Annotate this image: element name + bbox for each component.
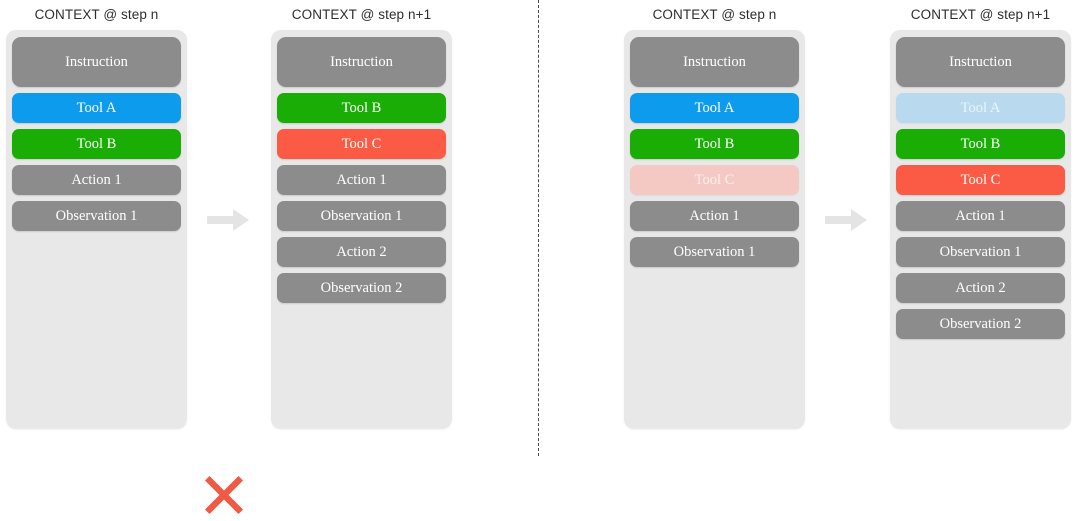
cross-mark-icon: [201, 472, 247, 518]
context-item-tool-c-faded: Tool C: [630, 165, 799, 195]
context-item-action-2: Action 2: [277, 237, 446, 267]
context-column-3: CONTEXT @ step n Instruction Tool A Tool…: [624, 0, 805, 429]
context-item-tool-a: Tool A: [630, 93, 799, 123]
context-column-4: CONTEXT @ step n+1 Instruction Tool A To…: [890, 0, 1071, 429]
context-item-action-1: Action 1: [12, 165, 181, 195]
context-item-tool-b: Tool B: [277, 93, 446, 123]
context-item-instruction: Instruction: [896, 37, 1065, 87]
context-panel: Instruction Tool A Tool B Tool C Action …: [624, 30, 805, 429]
context-column-2: CONTEXT @ step n+1 Instruction Tool B To…: [271, 0, 452, 429]
context-item-tool-b: Tool B: [630, 129, 799, 159]
column-title: CONTEXT @ step n+1: [291, 7, 432, 22]
transition-arrow-2: [823, 207, 869, 233]
context-item-instruction: Instruction: [12, 37, 181, 87]
vertical-dashed-divider: [538, 0, 539, 456]
context-item-tool-b: Tool B: [896, 129, 1065, 159]
context-item-tool-a: Tool A: [12, 93, 181, 123]
context-item-observation-1: Observation 1: [277, 201, 446, 231]
transition-arrow-1: [205, 207, 251, 233]
context-item-tool-a-faded: Tool A: [896, 93, 1065, 123]
context-item-observation-1: Observation 1: [896, 237, 1065, 267]
context-item-observation-1: Observation 1: [12, 201, 181, 231]
context-item-tool-c: Tool C: [896, 165, 1065, 195]
column-title: CONTEXT @ step n: [34, 7, 159, 22]
context-panel: Instruction Tool A Tool B Tool C Action …: [890, 30, 1071, 429]
column-title: CONTEXT @ step n+1: [910, 7, 1051, 22]
context-item-tool-c: Tool C: [277, 129, 446, 159]
context-panel: Instruction Tool B Tool C Action 1 Obser…: [271, 30, 452, 429]
context-item-observation-2: Observation 2: [896, 309, 1065, 339]
context-item-tool-b: Tool B: [12, 129, 181, 159]
context-column-1: CONTEXT @ step n Instruction Tool A Tool…: [6, 0, 187, 429]
context-item-action-2: Action 2: [896, 273, 1065, 303]
column-title: CONTEXT @ step n: [652, 7, 777, 22]
context-item-instruction: Instruction: [630, 37, 799, 87]
context-item-action-1: Action 1: [630, 201, 799, 231]
context-item-observation-1: Observation 1: [630, 237, 799, 267]
context-item-action-1: Action 1: [896, 201, 1065, 231]
context-panel: Instruction Tool A Tool B Action 1 Obser…: [6, 30, 187, 429]
context-item-instruction: Instruction: [277, 37, 446, 87]
context-item-action-1: Action 1: [277, 165, 446, 195]
context-item-observation-2: Observation 2: [277, 273, 446, 303]
